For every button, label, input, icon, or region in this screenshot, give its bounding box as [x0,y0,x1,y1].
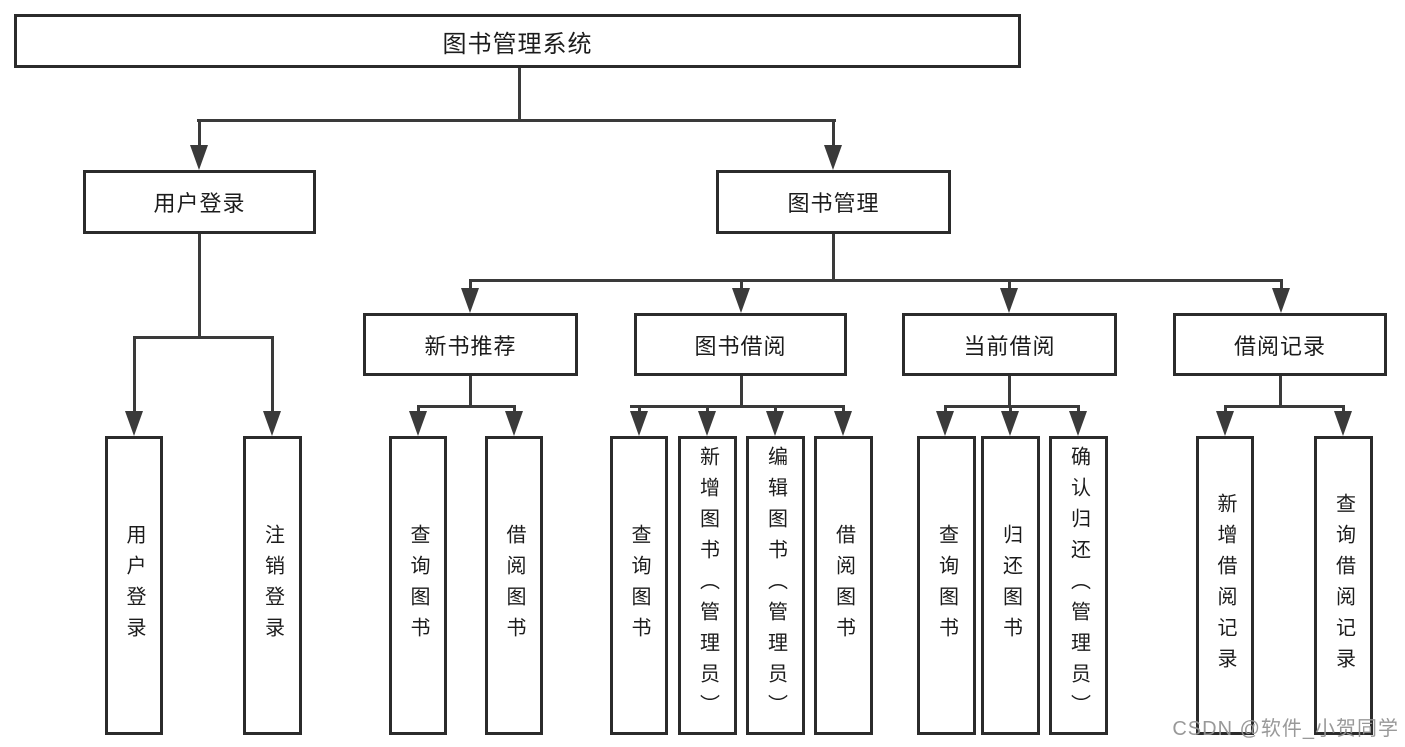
connector-line [842,405,845,414]
arrow-down-icon [732,288,750,313]
node-book-management: 图书管理 [716,170,951,234]
connector-line [417,405,420,414]
node-label: 图书管理系统 [442,30,593,58]
arrow-down-icon [461,288,479,313]
connector-line [944,405,1080,408]
arrow-down-icon [1069,411,1087,436]
leaf-label: 用户登录 [123,523,145,648]
node-book-borrow: 图书借阅 [634,313,847,376]
connector-line [198,119,201,149]
leaf-query-books-borrow: 查询图书 [610,436,668,735]
leaf-query-borrow-record: 查询借阅记录 [1314,436,1373,735]
connector-line [1280,279,1283,291]
connector-line [1224,405,1227,414]
arrow-down-icon [1001,411,1019,436]
node-label: 新书推荐 [424,333,517,359]
leaf-label: 查询借阅记录 [1332,492,1355,679]
leaf-return-books: 归还图书 [981,436,1040,735]
leaf-edit-books-admin: 编辑图书（管理员） [746,436,805,735]
connector-line [469,279,472,291]
arrow-down-icon [125,411,143,436]
leaf-confirm-return-admin: 确认归还（管理员） [1049,436,1108,735]
connector-line [469,376,472,408]
arrow-down-icon [409,411,427,436]
connector-line [944,405,947,414]
leaf-label: 编辑图书（管理员） [764,446,787,725]
leaf-query-books-current: 查询图书 [917,436,976,735]
leaf-label: 查询图书 [628,523,650,648]
connector-line [1008,279,1011,291]
connector-line [1279,376,1282,408]
leaf-label: 查询图书 [935,523,958,648]
node-label: 图书借阅 [694,333,787,359]
leaf-borrow-books: 借阅图书 [814,436,873,735]
leaf-add-borrow-record: 新增借阅记录 [1196,436,1254,735]
leaf-label: 新增图书（管理员） [696,446,719,725]
node-user-login: 用户登录 [83,170,316,234]
arrow-down-icon [766,411,784,436]
connector-line [1009,405,1012,414]
node-label: 当前借阅 [963,333,1056,359]
connector-line [638,405,641,414]
node-label: 图书管理 [787,191,880,216]
arrow-down-icon [824,145,842,170]
connector-line [630,405,845,408]
connector-line [133,336,274,339]
connector-line [417,405,516,408]
connector-line [1342,405,1345,414]
node-library-management-system: 图书管理系统 [14,14,1021,68]
arrow-down-icon [1216,411,1234,436]
connector-line [518,68,521,122]
arrow-down-icon [1334,411,1352,436]
arrow-down-icon [190,145,208,170]
leaf-label: 借阅图书 [503,523,525,648]
leaf-label: 注销登录 [261,523,284,648]
connector-line [1077,405,1080,414]
connector-line [774,405,777,414]
node-current-borrow: 当前借阅 [902,313,1117,376]
connector-line [706,405,709,414]
leaf-label: 确认归还（管理员） [1067,446,1090,725]
leaf-add-books-admin: 新增图书（管理员） [678,436,737,735]
connector-line [832,234,835,282]
connector-line [198,234,201,339]
connector-line [740,376,743,408]
connector-line [133,336,136,413]
arrow-down-icon [698,411,716,436]
leaf-borrow-books-recommend: 借阅图书 [485,436,543,735]
arrow-down-icon [834,411,852,436]
arrow-down-icon [936,411,954,436]
leaf-label: 借阅图书 [832,523,855,648]
leaf-logout: 注销登录 [243,436,302,735]
connector-line [469,279,1282,282]
connector-line [832,119,835,149]
node-label: 用户登录 [153,191,246,216]
arrow-down-icon [263,411,281,436]
node-label: 借阅记录 [1233,333,1326,359]
connector-line [1224,405,1344,408]
leaf-label: 查询图书 [407,523,429,648]
node-new-book-recommend: 新书推荐 [363,313,578,376]
connector-line [513,405,516,414]
connector-line [1008,376,1011,408]
arrow-down-icon [1000,288,1018,313]
arrow-down-icon [1272,288,1290,313]
csdn-watermark: CSDN @软件_小贺同学 [1172,718,1399,740]
leaf-query-books-recommend: 查询图书 [389,436,447,735]
arrow-down-icon [630,411,648,436]
connector-line [271,336,274,413]
connector-line [197,119,836,122]
leaf-user-login: 用户登录 [105,436,163,735]
connector-line [740,279,743,291]
leaf-label: 新增借阅记录 [1214,492,1236,679]
node-borrow-records: 借阅记录 [1173,313,1387,376]
leaf-label: 归还图书 [999,523,1022,648]
arrow-down-icon [505,411,523,436]
